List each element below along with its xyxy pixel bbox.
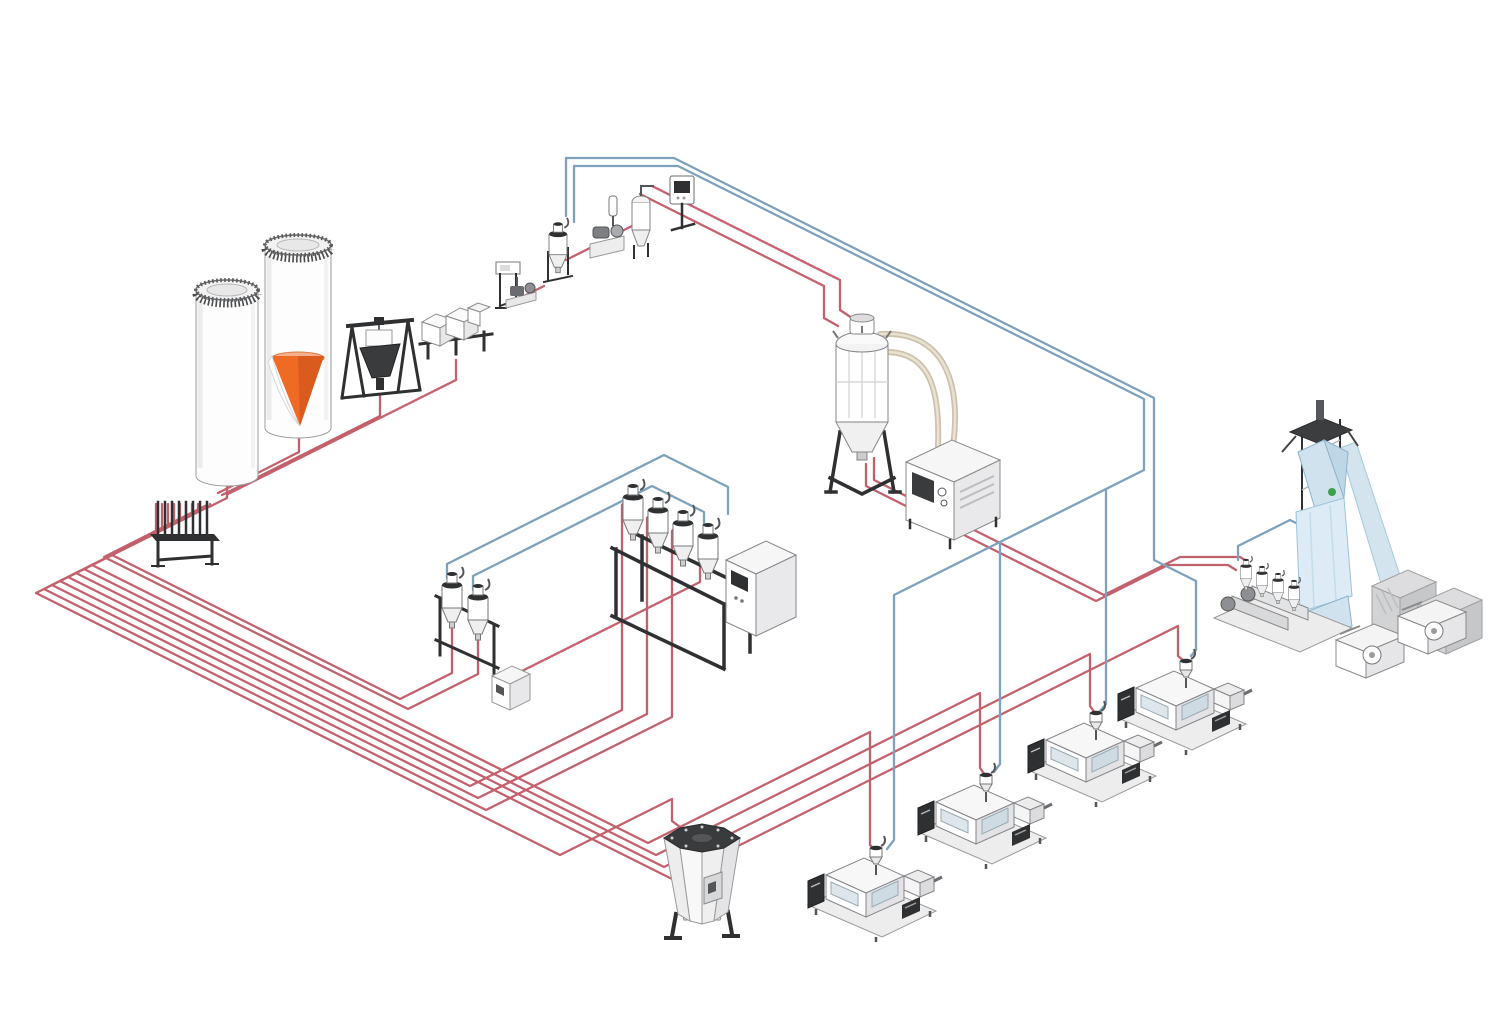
dosing-pump-unit	[505, 277, 537, 309]
octabin-tipping-station	[418, 302, 494, 360]
battery-control-cabinet	[724, 540, 798, 637]
big-bag-unloading-station	[340, 317, 422, 400]
desiccant-dryer	[904, 439, 1002, 550]
cyclone-separator	[631, 185, 654, 259]
storage-silo-1	[192, 278, 262, 487]
weighing-station	[490, 665, 532, 711]
vacuum-receiver	[542, 216, 574, 284]
injection-molding-machine-1	[808, 836, 942, 942]
receiver-battery	[609, 478, 755, 672]
drying-hopper	[824, 313, 959, 496]
storage-silo-2	[261, 233, 335, 439]
twin-vacuum-receivers	[433, 566, 501, 682]
coupling-station	[150, 500, 220, 568]
control-panel	[669, 175, 696, 232]
status-light	[1328, 488, 1336, 496]
blower-unit	[589, 195, 625, 259]
blown-film-line	[1212, 400, 1483, 679]
injection-molding-machine-2	[918, 763, 1052, 869]
crystallizer-silo	[663, 823, 741, 940]
